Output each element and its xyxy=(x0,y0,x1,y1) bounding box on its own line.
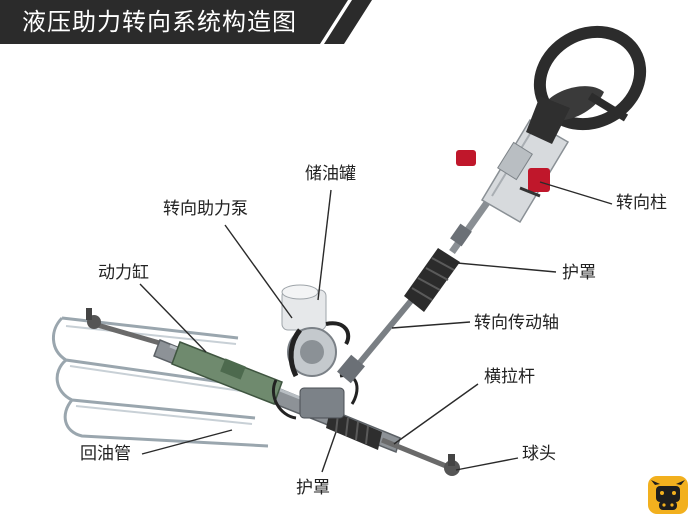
left-tie-rod-drawing xyxy=(86,308,171,349)
leader-lines xyxy=(139,181,613,473)
label-boot-upper: 护罩 xyxy=(562,263,596,283)
label-steering-column: 转向柱 xyxy=(616,193,667,213)
steering-wheel-drawing xyxy=(526,25,647,144)
title-background xyxy=(0,0,372,44)
label-power-cylinder: 动力缸 xyxy=(98,263,149,283)
label-intermediate-shaft: 转向传动轴 xyxy=(474,313,559,333)
page-title: 液压助力转向系统构造图 xyxy=(22,8,297,36)
label-boot-lower: 护罩 xyxy=(296,478,330,498)
right-tie-rod-drawing xyxy=(381,437,460,476)
label-reservoir: 储油罐 xyxy=(305,164,356,184)
title-bar: 液压助力转向系统构造图 xyxy=(0,0,372,50)
label-tie-rod: 横拉杆 xyxy=(484,367,535,387)
return-pipe-drawing xyxy=(52,316,269,448)
cow-face-icon xyxy=(648,476,688,514)
intermediate-shaft-drawing xyxy=(337,187,499,384)
steering-column-drawing xyxy=(456,118,570,224)
label-return-pipe: 回油管 xyxy=(80,444,131,464)
label-ball-joint: 球头 xyxy=(522,444,556,464)
pump-reservoir-drawing xyxy=(281,284,351,378)
label-pump: 转向助力泵 xyxy=(163,199,248,219)
steering-rack-drawing xyxy=(153,339,401,454)
